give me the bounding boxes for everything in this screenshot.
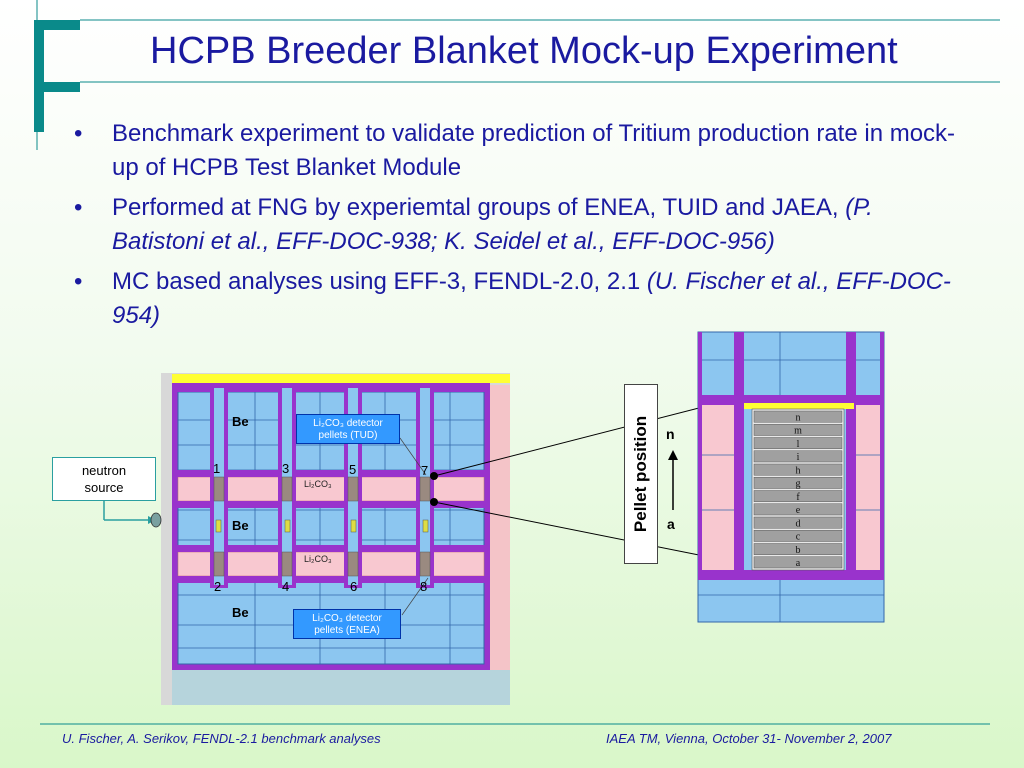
be-label-bottom: Be (232, 605, 249, 620)
purple-divider-4 (172, 576, 490, 583)
bullet-text-2: Performed at FNG by experiemtal groups o… (112, 194, 846, 221)
zoom-dot (430, 498, 438, 506)
purple-divider-2 (172, 501, 490, 508)
pellet-row-label: n (796, 412, 801, 423)
mockup-right-pink-wall (490, 385, 510, 670)
pellet-position-label: Pellet position (631, 415, 650, 533)
teal-bar-vertical-bottom (34, 82, 44, 132)
pellet-stacks (213, 476, 431, 577)
pellet-row-label: g (796, 479, 801, 490)
position-label-3: 3 (282, 461, 290, 476)
pellet-row (753, 490, 843, 502)
detector-tud-line2: pellets (TUD) (318, 430, 378, 441)
pellet-row-label: c (796, 532, 801, 543)
teal-bar-horizontal-top (34, 20, 80, 30)
position-label-5: 5 (349, 462, 357, 477)
mockup-top-yellow-strip (172, 374, 510, 383)
pellet-column (751, 408, 845, 571)
position-label-2: 2 (214, 579, 222, 594)
pellet-row-label: i (797, 452, 800, 463)
pellet-row (753, 410, 843, 423)
pellet-row (753, 543, 843, 555)
pellet-row (753, 477, 843, 489)
detector-enea-line2: pellets (ENEA) (314, 625, 380, 636)
bullet-item-1: • Benchmark experiment to validate predi… (70, 117, 970, 185)
teal-bar-vertical-top (34, 20, 44, 82)
bullet-text-1: Benchmark experiment to validate predict… (112, 120, 956, 181)
pellet-row (753, 516, 843, 529)
tud-leader (399, 437, 427, 476)
position-label-1: 1 (213, 461, 221, 476)
position-label-7: 7 (421, 463, 429, 478)
detector-tud-line1: Li₂CO₃ detector (313, 418, 383, 429)
be-label-middle: Be (232, 518, 249, 533)
position-label-6: 6 (350, 579, 358, 594)
footer-left: U. Fischer, A. Serikov, FENDL-2.1 benchm… (62, 731, 381, 746)
pellet-row-label: e (796, 505, 801, 516)
pellet-row (753, 450, 843, 463)
pellet-row (753, 530, 843, 542)
neutron-source-marker (150, 512, 162, 528)
li2co3-label-top: Li₂CO₃ (304, 479, 332, 489)
bullet-item-2: • Performed at FNG by experiemtal groups… (70, 191, 970, 259)
purple-divider-top (172, 383, 490, 392)
bullet-dot: • (74, 268, 83, 295)
pellet-row (753, 556, 843, 569)
teal-bar-horizontal-bottom (34, 82, 80, 92)
mockup-bottom-gray (172, 670, 510, 705)
detail-pink-left (698, 405, 734, 570)
detail-purple-top (698, 395, 884, 405)
bullet-text-3: MC based analyses using EFF-3, FENDL-2.0… (112, 268, 647, 295)
detail-purple-left (734, 332, 744, 580)
bullet-dot: • (74, 194, 83, 221)
pellet-row-label: l (797, 439, 800, 450)
position-label-8: 8 (420, 579, 428, 594)
direction-arrowhead (668, 450, 678, 460)
pellet-row-label: m (794, 426, 802, 437)
detector-tud-label: Li₂CO₃ detector pellets (TUD) (296, 414, 400, 444)
purple-divider-3 (172, 545, 490, 552)
detail-grid (698, 332, 884, 622)
bullet-list: • Benchmark experiment to validate predi… (70, 117, 970, 339)
enea-leader (401, 577, 429, 616)
bullet-cite-3: (U. Fischer et al., EFF-DOC-954) (112, 268, 951, 329)
footer-right: IAEA TM, Vienna, October 31- November 2,… (606, 731, 892, 746)
bullet-dot: • (74, 120, 83, 147)
arrow-label-n: n (666, 426, 675, 442)
arrow-label-a: a (667, 516, 675, 532)
neutron-source-label: neutron source (52, 457, 156, 501)
detector-enea-line1: Li₂CO₃ detector (312, 613, 382, 624)
pellet-row (753, 437, 843, 449)
detail-purple-edge-left (698, 332, 702, 580)
detail-purple-edge-right (880, 332, 884, 580)
pellet-position-box: Pellet position (624, 384, 658, 564)
pellet-row-label: f (796, 492, 800, 503)
position-label-4: 4 (282, 579, 290, 594)
purple-divider-1 (172, 470, 490, 477)
pellet-row-label: h (796, 465, 801, 476)
detail-purple-bottom (698, 570, 884, 580)
bullet-cite-2: (P. Batistoni et al., EFF-DOC-938; K. Se… (112, 194, 873, 255)
pellet-row-label: b (796, 545, 801, 556)
detector-enea-label: Li₂CO₃ detector pellets (ENEA) (293, 609, 401, 639)
be-label-top: Be (232, 414, 249, 429)
zoom-dot (430, 472, 438, 480)
li2co3-label-bottom: Li₂CO₃ (304, 554, 332, 564)
bullet-item-3: • MC based analyses using EFF-3, FENDL-2… (70, 265, 970, 333)
pellet-row-label: d (796, 518, 801, 529)
pellet-row (753, 424, 843, 436)
detail-purple-right (846, 332, 856, 580)
zoom-line-bottom (433, 501, 735, 563)
pellet-row (753, 503, 843, 516)
page-title: HCPB Breeder Blanket Mock-up Experiment (150, 30, 898, 72)
zoom-line-top (433, 398, 735, 477)
neutron-source-line1: neutron (81, 463, 127, 478)
detail-yellow-strip (744, 403, 854, 409)
neutron-source-line2: source (84, 480, 124, 495)
pellet-row (753, 463, 843, 476)
pellet-row-label: a (796, 558, 801, 569)
